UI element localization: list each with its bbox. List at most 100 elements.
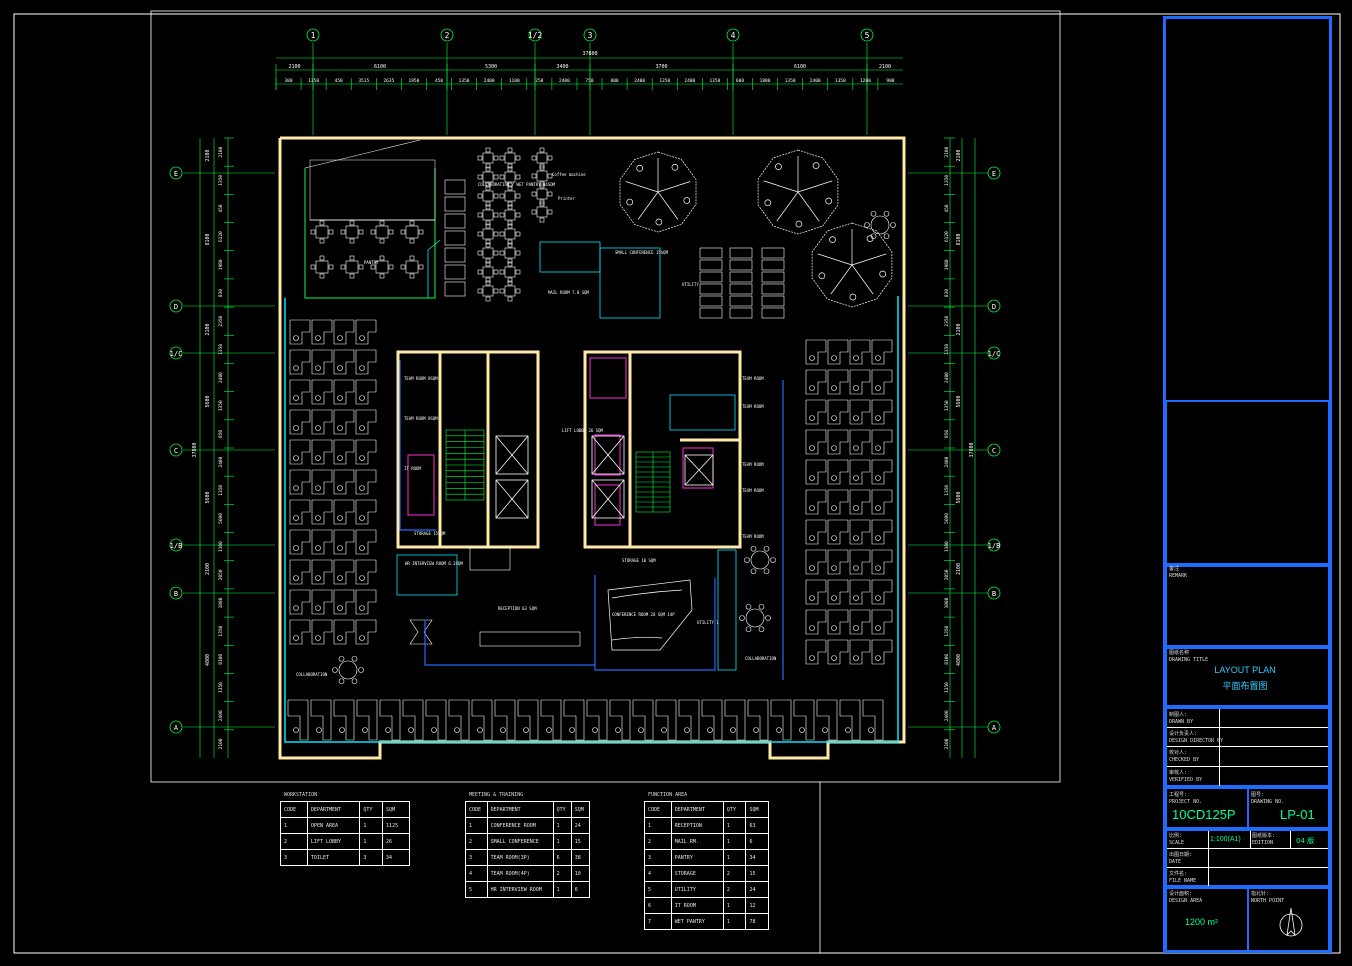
table [375, 225, 389, 239]
dim-label: 5300 [485, 64, 497, 70]
chair [370, 229, 376, 235]
chair [870, 210, 877, 217]
room-label: UTILITY 1 [697, 620, 719, 625]
chair [400, 264, 406, 270]
design-area-label-en: DESIGN AREA [1169, 898, 1203, 904]
workstation-chair [853, 355, 859, 361]
workstation-desk [289, 349, 311, 375]
workstation-chair [853, 505, 859, 511]
room-label: RECEPTION 63 SQM [498, 606, 537, 611]
overall-dim: 37800 [192, 442, 198, 457]
workstation-desk [849, 519, 871, 545]
dim-label: 1350 [459, 78, 470, 84]
workstation-chair [315, 545, 321, 551]
grid-bubble-label: A [992, 724, 997, 732]
pod-desk [637, 191, 659, 220]
chair [539, 201, 545, 207]
sig-row-line [1167, 727, 1328, 728]
overall-dim: 37800 [969, 442, 975, 457]
verified-by-label: 审核人: [1169, 770, 1188, 776]
dim-label: 6120 [218, 231, 224, 242]
dim-label: 8100 [956, 233, 962, 245]
chair [539, 165, 545, 171]
schedule-title: MEETING & TRAINING [469, 792, 524, 798]
table [482, 209, 494, 221]
workstation-desk [287, 699, 309, 741]
workstation-desk [355, 559, 377, 585]
workstation-desk [310, 699, 332, 741]
project-no-label: 工程号: [1169, 792, 1188, 798]
dim-label: 8100 [218, 654, 224, 665]
dim-label: 2400 [634, 78, 645, 84]
room-label: COLLABORATION / WET PANTRY 84SQM [478, 182, 556, 187]
chair [870, 233, 877, 240]
chair [418, 229, 424, 235]
room-label: Coffee machine [552, 172, 586, 177]
grid-bubble-label: C [992, 447, 996, 455]
dim-label: 850 [944, 430, 950, 438]
chair [477, 250, 483, 256]
pod-desk [797, 180, 833, 193]
workstation-desk [849, 429, 871, 455]
workstation-chair [293, 455, 299, 461]
workstation-desk [355, 499, 377, 525]
chair [332, 667, 338, 673]
workstation-chair [845, 727, 851, 733]
chair [310, 264, 316, 270]
chair [388, 264, 394, 270]
dim-label: 1350 [218, 485, 224, 496]
grid-bubble [987, 720, 1001, 734]
workstation-chair [385, 727, 391, 733]
chair [515, 231, 521, 237]
chair [515, 269, 521, 275]
grid-bubble-label: C [174, 447, 178, 455]
dim-label: 1350 [944, 682, 950, 693]
chair [485, 223, 491, 229]
workstation-desk [289, 469, 311, 495]
shelf [444, 281, 466, 297]
workstation-chair [853, 445, 859, 451]
table [482, 285, 494, 297]
workstation-chair [337, 395, 343, 401]
chair [547, 173, 553, 179]
workstation-desk [289, 319, 311, 345]
pod-desk [797, 191, 820, 222]
workstation-desk [289, 559, 311, 585]
workstation-desk [805, 399, 827, 425]
dim-label: 1350 [835, 78, 846, 84]
grid-bubble [987, 443, 1001, 457]
workstation-chair [337, 635, 343, 641]
checked-by-label-en: CHECKED BY [1169, 757, 1200, 763]
pod-chair [683, 197, 691, 204]
workstation-desk [289, 409, 311, 435]
chair [340, 264, 346, 270]
bench [729, 295, 753, 307]
col-header: SQM [382, 801, 410, 818]
room-label: COLLABORATION [296, 672, 328, 677]
workstation-chair [359, 515, 365, 521]
workstation-desk [356, 699, 378, 741]
workstation-chair [875, 565, 881, 571]
chair [349, 220, 355, 226]
grid-bubble-label: 1 [311, 31, 316, 40]
scale-col-line [1250, 831, 1251, 848]
workstation-desk [311, 379, 333, 405]
workstation-chair [831, 625, 837, 631]
workstation-pods [619, 149, 893, 308]
grid-bubble [169, 538, 183, 552]
grid-bubble [306, 28, 320, 42]
chair [883, 210, 890, 217]
grid-bubble [169, 299, 183, 313]
shelf [444, 213, 466, 229]
dim-label: 380 [284, 78, 292, 84]
workstation-desk [448, 699, 470, 741]
workstation-desk [586, 699, 608, 741]
chair [515, 193, 521, 199]
chair [507, 204, 513, 210]
workstation-chair [875, 505, 881, 511]
dim-label: 8100 [205, 233, 211, 245]
dim-label: 3400 [556, 64, 568, 70]
edition-label: 图纸版本: [1252, 833, 1276, 839]
